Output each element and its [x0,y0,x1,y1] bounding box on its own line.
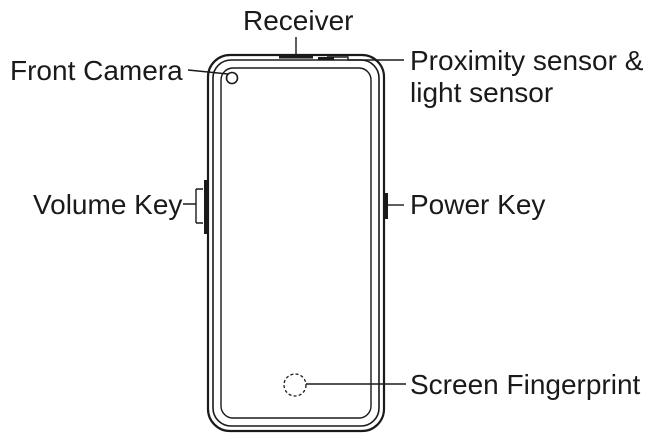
receiver-slot [279,55,313,59]
light-sensor-label: light sensor [410,77,553,108]
proximity-sensor-label: Proximity sensor & [410,45,644,76]
front-camera-leader [187,69,229,75]
phone-screen [220,67,372,419]
front-camera-label: Front Camera [10,55,183,86]
screen-fingerprint-label: Screen Fingerprint [410,369,641,400]
power-key-button [384,193,388,219]
phone-bezel [212,59,380,427]
volume-key-label: Volume Key [33,189,182,220]
leader-lines [183,37,406,385]
proximity-leader [327,56,404,61]
power-key-label: Power Key [410,189,545,220]
volume-key-bracket [183,188,203,224]
receiver-label: Receiver [243,5,353,36]
front-camera-icon [225,71,239,85]
proximity-sensor-marker [318,57,334,60]
fingerprint-area-icon [283,373,307,397]
volume-key-button [204,180,208,234]
